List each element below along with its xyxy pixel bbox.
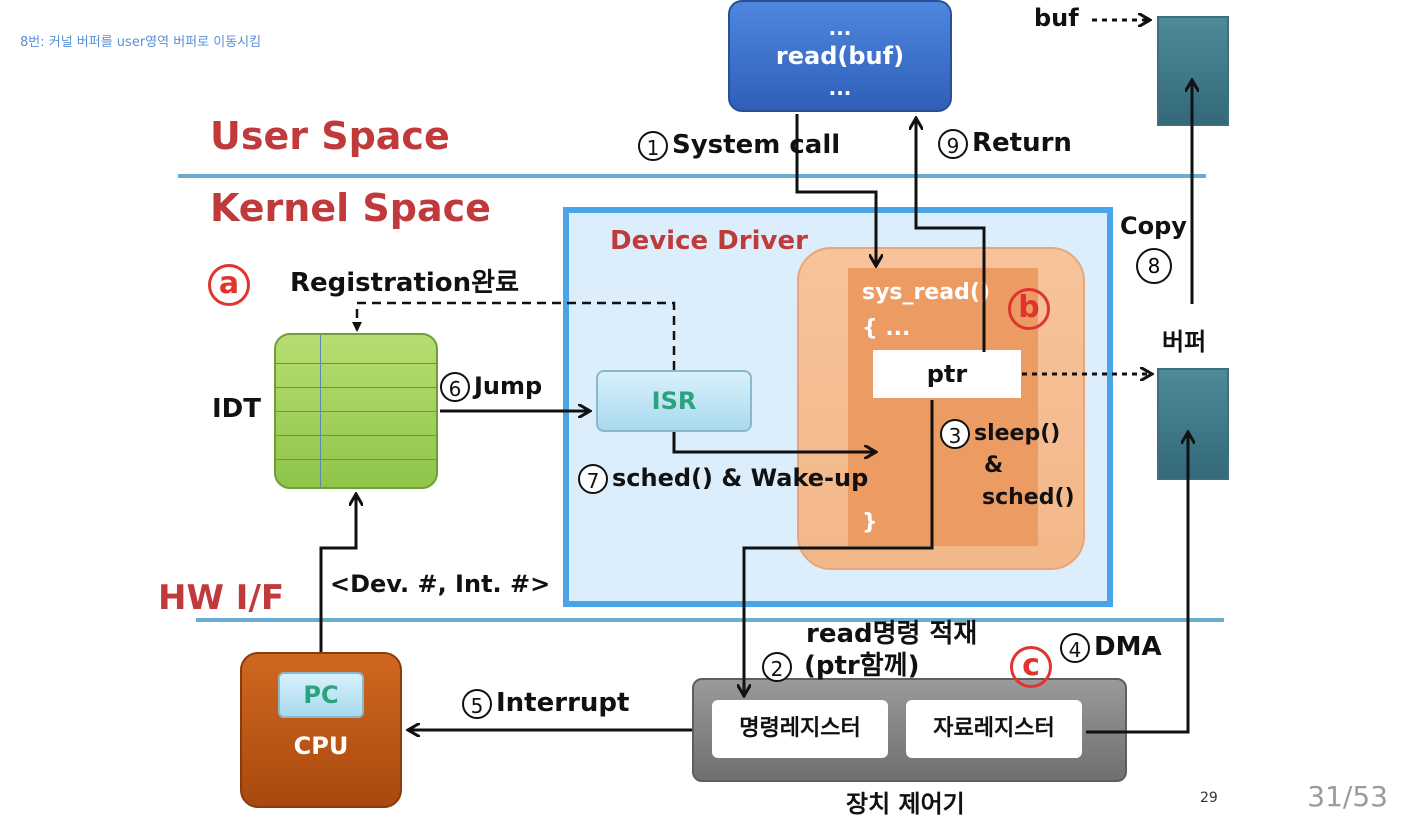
kernel-hw-divider — [196, 618, 1224, 622]
isr-box: ISR — [596, 370, 752, 432]
sys-read-brace-open: { ... — [862, 316, 911, 341]
data-register: 자료레지스터 — [906, 700, 1082, 758]
step-3-text-line3: sched() — [982, 485, 1075, 510]
step-8-text: Copy — [1120, 212, 1187, 240]
step-1-text: System call — [672, 130, 841, 160]
step-2-text-line2: (ptr함께) — [804, 651, 920, 681]
arrow-system-call — [795, 114, 876, 266]
device-driver-title: Device Driver — [610, 226, 808, 256]
step-5-number: 5 — [462, 688, 492, 719]
step-2-text-line1: read명령 적재 — [806, 619, 978, 649]
user-box-dots-top: ... — [828, 16, 852, 40]
sys-read-label: sys_read() — [862, 280, 991, 305]
user-kernel-divider — [178, 174, 1206, 178]
user-box-dots-bottom: ... — [828, 76, 852, 100]
hw-if-title: HW I/F — [158, 578, 285, 618]
step-6-number: 6 — [440, 372, 470, 402]
step-4-text: DMA — [1094, 632, 1162, 662]
arrow-wakeup — [672, 432, 876, 452]
step-5-text: Interrupt — [496, 688, 630, 718]
step-9-text: Return — [972, 128, 1072, 158]
user-buffer-box — [1157, 16, 1229, 126]
page-counter: 31/53 — [1307, 780, 1388, 813]
step-1-number: 1 — [638, 130, 668, 161]
user-read-box: ... read(buf) ... — [728, 0, 952, 112]
cpu-label: CPU — [293, 732, 349, 760]
marker-a: a — [208, 264, 250, 306]
device-controller-label: 장치 제어기 — [846, 790, 965, 818]
command-register: 명령레지스터 — [712, 700, 888, 758]
step-3-text-line1: sleep() — [974, 421, 1061, 446]
step-3-text-line2: & — [984, 453, 1004, 478]
idt-label: IDT — [212, 394, 261, 424]
ptr-box: ptr — [873, 350, 1021, 398]
arrow-return — [916, 118, 986, 352]
kernel-space-title: Kernel Space — [210, 186, 491, 230]
sys-read-body — [848, 268, 1038, 546]
pc-register: PC — [278, 672, 364, 718]
step-8-label: 8 — [1136, 248, 1176, 284]
kernel-buffer-label: 버퍼 — [1162, 328, 1207, 356]
buf-label: buf — [1034, 4, 1079, 32]
arrow-registration — [352, 301, 676, 370]
read-buf-call: read(buf) — [775, 42, 905, 70]
step-3-number: 3 — [940, 419, 970, 449]
sys-read-brace-close: } — [862, 510, 878, 535]
step-6-text: Jump — [474, 372, 543, 400]
registration-label: Registration완료 — [290, 268, 520, 298]
step-7-number: 7 — [578, 464, 608, 494]
step-9-number: 9 — [938, 128, 968, 159]
marker-b: b — [1008, 288, 1050, 330]
kernel-buffer-box — [1157, 368, 1229, 480]
arrow-cpu-to-idt — [319, 494, 356, 652]
arrow-dma — [1086, 432, 1188, 734]
user-space-title: User Space — [210, 114, 450, 158]
idt-table — [274, 333, 438, 489]
step-2-label: read명령 적재 2 (ptr함께) — [762, 618, 977, 682]
step-4-number: 4 — [1060, 632, 1090, 663]
slide-number: 29 — [1200, 790, 1218, 806]
step-2-number: 2 — [762, 651, 792, 682]
step-8-number: 8 — [1136, 248, 1172, 284]
dev-int-label: <Dev. #, Int. #> — [330, 570, 551, 598]
arrow-read-command — [744, 400, 934, 696]
marker-c: c — [1010, 646, 1052, 688]
step-7-text: sched() & Wake-up — [612, 464, 869, 492]
slide-caption: 8번: 커널 버퍼를 user영역 버퍼로 이동시킴 — [20, 35, 262, 50]
